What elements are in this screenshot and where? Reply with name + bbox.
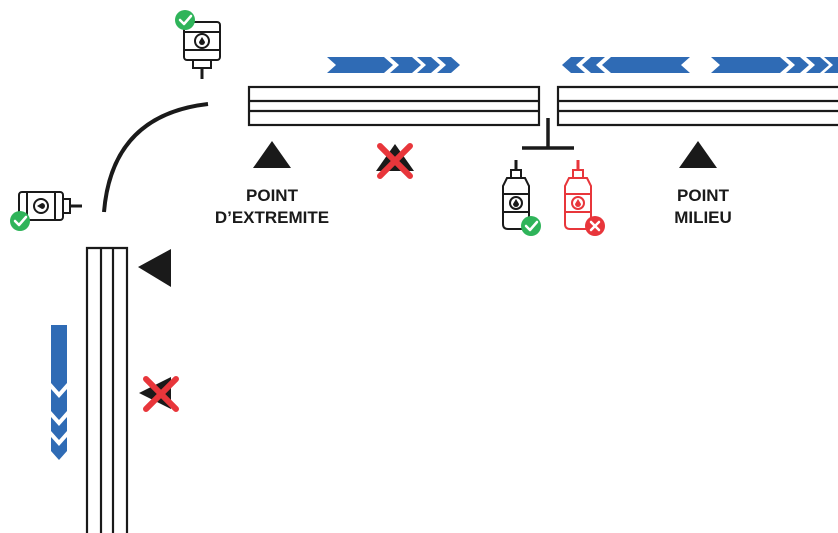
check-badge-icon xyxy=(10,211,30,231)
rail-joint-connector xyxy=(522,118,574,150)
direction-arrows-top-left xyxy=(327,57,460,73)
grease-bottle-incorrect-icon xyxy=(564,160,592,230)
rail-vertical-section xyxy=(85,246,129,533)
direction-arrows-top-right-outward xyxy=(711,57,838,73)
rail-left-section xyxy=(247,85,541,127)
direction-arrows-top-right-inward xyxy=(562,57,690,73)
mid-point-label-line2: MILIEU xyxy=(674,208,732,227)
mid-point-label: POINT MILIEU xyxy=(643,185,763,229)
direction-arrows-vertical xyxy=(51,325,67,460)
check-badge-icon xyxy=(521,216,541,236)
cross-badge-icon xyxy=(585,216,605,236)
grease-pump-icon xyxy=(18,191,82,221)
mid-point-marker xyxy=(679,141,717,168)
grease-cartridge-icon xyxy=(183,21,221,79)
end-point-label: POINT D’EXTREMITE xyxy=(212,185,332,229)
check-badge-icon xyxy=(175,10,195,30)
end-point-label-line1: POINT xyxy=(246,186,298,205)
curved-corner-track xyxy=(102,102,209,213)
end-point-marker xyxy=(253,141,291,168)
mid-point-label-line1: POINT xyxy=(677,186,729,205)
forbidden-point-marker-left xyxy=(139,376,179,412)
rail-right-section xyxy=(556,85,838,127)
forbidden-point-marker-top xyxy=(376,143,414,179)
end-point-label-line2: D’EXTREMITE xyxy=(214,208,330,227)
vertical-end-point-marker xyxy=(138,249,171,287)
